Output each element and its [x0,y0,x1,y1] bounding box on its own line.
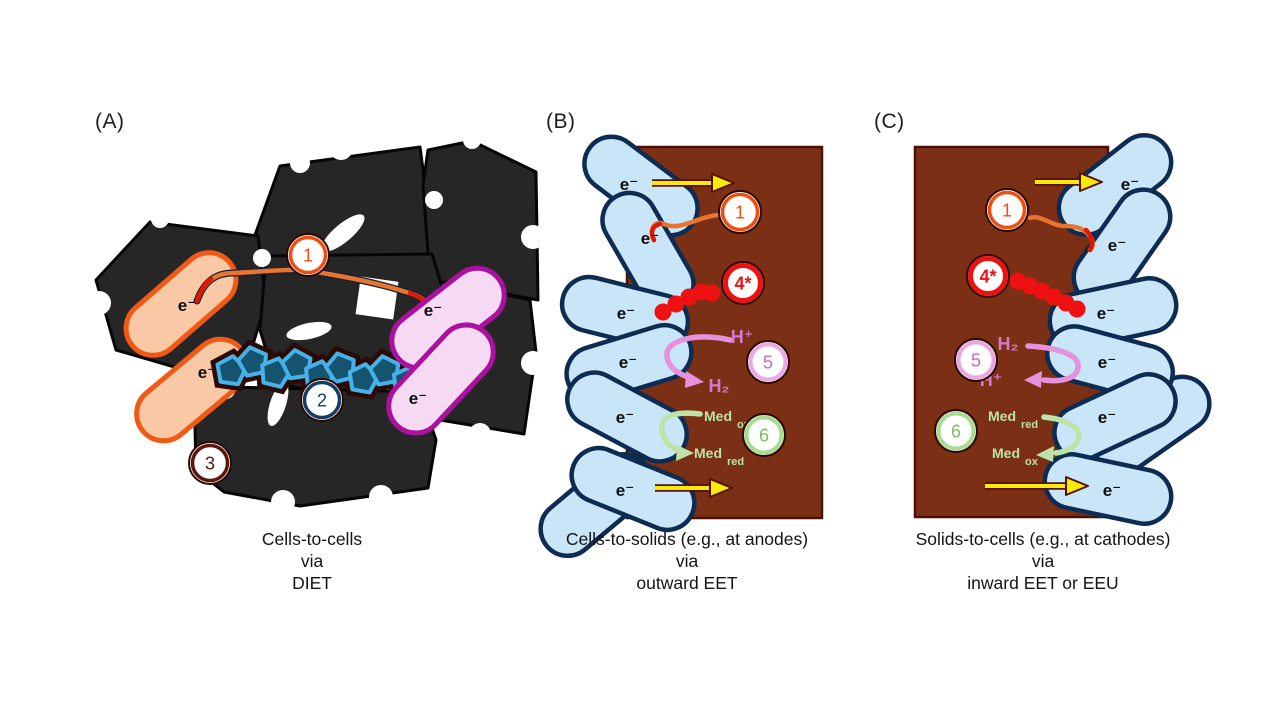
svg-text:5: 5 [971,351,981,371]
svg-text:5: 5 [763,353,773,373]
electron-flow-arrow-top [652,173,735,193]
svg-text:6: 6 [951,422,961,442]
med-red-sub: red [1021,419,1038,431]
electron-label: e⁻ [178,296,196,315]
badge-5: 5 [746,340,790,384]
panel-b-label: (B) [546,110,576,133]
electron-label: e⁻ [616,408,634,427]
badge-2: 2 [300,378,344,422]
badge-3: 3 [188,441,232,485]
nanowire-pilus [649,212,724,243]
panel-c-label: (C) [874,110,905,133]
electron-label: e⁻ [198,363,216,382]
panel-c-caption: Solids-to-cells (e.g., at cathodes) via … [867,528,1219,594]
electron-flow-arrow-bottom [985,476,1089,496]
electron-label: e⁻ [617,304,635,323]
caption-line: via [675,551,699,571]
panel-b-caption: Cells-to-solids (e.g., at anodes) via ou… [512,528,862,594]
svg-text:1: 1 [1002,201,1012,221]
h2-label: H₂ [998,334,1019,354]
electron-label: e⁻ [1108,236,1126,255]
svg-text:3: 3 [205,454,215,474]
mediator-conversion-arrow [659,410,703,461]
badge-5: 5 [954,338,998,382]
caption-line: outward EET [636,573,738,593]
electron-label: e⁻ [1103,481,1121,500]
caption-line: inward EET or EEU [967,573,1119,593]
badge-4: 4* [721,261,765,305]
svg-text:4*: 4* [979,267,996,287]
cytochrome-bead-chain [1009,272,1086,318]
nanowire-pilus [1027,214,1095,253]
med-ox-label: Med [992,445,1020,461]
panel-a-label: (A) [95,110,125,133]
electron-label: e⁻ [1121,175,1139,194]
caption-line: via [1031,551,1055,571]
caption-line: Cells-to-solids (e.g., at anodes) [565,529,809,549]
svg-text:2: 2 [317,391,327,411]
panel-a-graphic: e⁻ e⁻ e⁻ e⁻ 1 2 3 [87,131,545,514]
med-red-sub: red [727,456,744,468]
badge-1: 1 [286,233,330,277]
panel-b-graphic: H⁺ H₂ Med ox Med red e⁻ e⁻ e⁻ e⁻ e⁻ e⁻ 1… [530,126,824,567]
h2-label: H₂ [709,376,730,396]
hydrogen-conversion-arrow [1024,343,1081,388]
svg-text:4*: 4* [734,274,751,294]
electron-label: e⁻ [424,301,442,320]
cytochrome-bead-chain [654,283,721,321]
electron-label: e⁻ [1097,304,1115,323]
caption-line: DIET [292,573,332,593]
mediator-conversion-arrow [1036,414,1082,462]
svg-text:1: 1 [303,246,313,266]
electron-label: e⁻ [1098,408,1116,427]
electron-label: e⁻ [409,389,427,408]
svg-text:6: 6 [759,426,769,446]
med-ox-label: Med [704,408,732,424]
electron-label: e⁻ [616,481,634,500]
electron-flow-arrow-top [1035,172,1103,192]
electron-label: e⁻ [619,353,637,372]
badge-6: 6 [742,413,786,457]
med-red-label: Med [694,445,722,461]
badge-1: 1 [718,190,762,234]
caption-line: via [300,551,324,571]
med-ox-sub: ox [1025,456,1039,468]
badge-1: 1 [985,188,1029,232]
h-plus-label: H⁺ [731,327,754,347]
panel-a-caption: Cells-to-cells via DIET [137,528,487,594]
hydrogen-conversion-arrow [664,334,733,388]
med-red-label: Med [988,408,1016,424]
electron-label: e⁻ [620,175,638,194]
badge-6: 6 [934,409,978,453]
svg-text:1: 1 [735,203,745,223]
panel-c-graphic: H₂ H⁺ Med red Med ox e⁻ e⁻ e⁻ e⁻ e⁻ e⁻ 1… [913,124,1220,528]
badge-4: 4* [966,254,1010,298]
caption-line: Cells-to-cells [261,529,363,549]
electron-label: e⁻ [641,229,659,248]
electron-flow-arrow-bottom [655,478,733,498]
electron-label: e⁻ [1098,353,1116,372]
caption-line: Solids-to-cells (e.g., at cathodes) [915,529,1171,549]
